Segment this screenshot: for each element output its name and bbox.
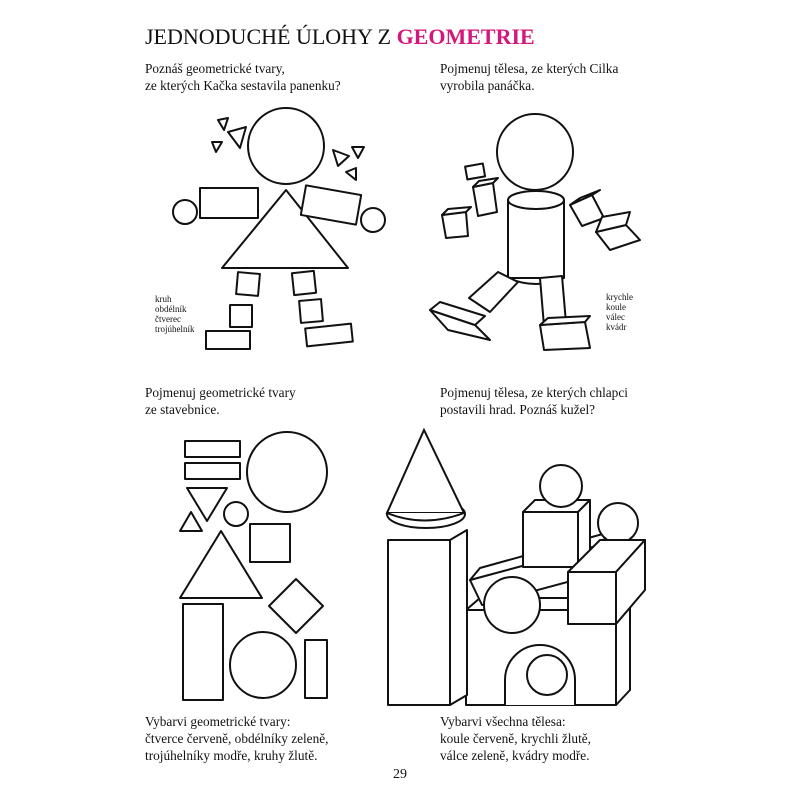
legend-item: trojúhelník	[155, 324, 195, 334]
doll-figure	[172, 107, 386, 350]
text-line: Vybarvi geometrické tvary:	[145, 714, 291, 729]
robot-figure	[429, 113, 641, 351]
sphere	[526, 654, 568, 696]
task-3-instructions: Vybarvi geometrické tvary: čtverce červe…	[145, 713, 328, 764]
shape-face	[472, 177, 499, 188]
circle	[229, 631, 297, 699]
foot-rectangle	[304, 322, 354, 348]
rectangle	[182, 603, 224, 701]
shapes-legend: kruh obdélník čtverec trojúhelník	[155, 294, 195, 334]
text-line: válce zeleně, kvádry modře.	[440, 748, 590, 763]
text-line: Poznáš geometrické tvary,	[145, 61, 285, 76]
cube	[569, 194, 605, 227]
cube	[522, 511, 579, 568]
text-line: čtverce červeně, obdélníky zeleně,	[145, 731, 329, 746]
cuboid	[567, 571, 617, 625]
shape-face	[539, 315, 591, 326]
castle-figure	[385, 427, 646, 706]
cube	[472, 182, 498, 217]
arm-rectangle	[299, 184, 363, 226]
text-line: postavili hrad. Poznáš kužel?	[440, 402, 596, 417]
legend-item: obdélník	[155, 304, 187, 314]
text-line: Pojmenuj geometrické tvary	[145, 385, 296, 400]
task-2-question: Pojmenuj tělesa, ze kterých Cilka vyrobi…	[440, 60, 618, 94]
leg-square	[235, 271, 261, 297]
sphere	[597, 502, 639, 544]
text-line: Vybarvi všechna tělesa:	[440, 714, 566, 729]
head-circle	[247, 107, 325, 185]
arm-rectangle	[199, 187, 259, 219]
cuboid	[468, 271, 519, 313]
leg-square	[290, 269, 318, 297]
tower-cylinder	[387, 539, 451, 706]
text-line: ze stavebnice.	[145, 402, 220, 417]
triangle	[179, 530, 263, 599]
legend-item: válec	[606, 312, 625, 322]
shape-face	[595, 211, 631, 233]
solids-legend: krychle koule válec kvádr	[606, 292, 633, 332]
triangle	[186, 487, 228, 522]
cube	[464, 162, 487, 181]
hand-circle	[360, 207, 386, 233]
page-title: JEDNODUCHÉ ÚLOHY Z GEOMETRIE	[145, 24, 535, 50]
shape-face	[386, 512, 465, 522]
text-line: Pojmenuj tělesa, ze kterých Cilka	[440, 61, 619, 76]
text-line: trojúhelníky modře, kruhy žlutě.	[145, 748, 318, 763]
head-sphere	[496, 113, 574, 191]
legend-item: kruh	[155, 294, 172, 304]
triangle	[227, 126, 247, 149]
circle	[246, 431, 328, 513]
legend-item: koule	[606, 302, 626, 312]
text-line: koule červeně, krychli žlutě,	[440, 731, 591, 746]
shape-face	[441, 206, 472, 216]
building-set-shapes	[179, 431, 328, 701]
body-cylinder	[507, 199, 565, 279]
hand-circle	[172, 199, 198, 225]
triangle	[332, 149, 350, 167]
rectangle	[304, 639, 328, 699]
task-4-instructions: Vybarvi všechna tělesa: koule červeně, k…	[440, 713, 591, 764]
leg-square	[298, 298, 324, 324]
triangle	[179, 511, 203, 532]
cylinder-top	[507, 190, 565, 210]
cone	[385, 427, 466, 514]
legend-item: kvádr	[606, 322, 627, 332]
shape-face	[449, 529, 468, 706]
title-highlight: GEOMETRIE	[396, 24, 535, 49]
text-line: Pojmenuj tělesa, ze kterých chlapci	[440, 385, 628, 400]
triangle	[211, 141, 223, 153]
shape-face	[429, 301, 486, 326]
legend-item: čtverec	[155, 314, 181, 324]
legend-item: krychle	[606, 292, 633, 302]
circle	[223, 501, 249, 527]
triangle	[351, 146, 365, 159]
sphere	[539, 464, 583, 508]
page-number: 29	[393, 767, 407, 782]
task-1-question: Poznáš geometrické tvary, ze kterých Kač…	[145, 60, 341, 94]
text-line: vyrobila panáčka.	[440, 78, 535, 93]
cube	[441, 211, 469, 239]
rectangle	[184, 440, 241, 458]
body-triangle	[221, 189, 349, 269]
foot-rectangle	[205, 330, 251, 350]
task-3-question: Pojmenuj geometrické tvary ze stavebnice…	[145, 384, 296, 418]
triangle	[217, 117, 229, 131]
shape-face	[569, 189, 601, 206]
text-line: ze kterých Kačka sestavila panenku?	[145, 78, 341, 93]
leg-square	[229, 304, 253, 328]
cuboid	[539, 321, 591, 351]
square	[249, 523, 291, 563]
task-4-question: Pojmenuj tělesa, ze kterých chlapci post…	[440, 384, 628, 418]
title-prefix: JEDNODUCHÉ ÚLOHY Z	[145, 24, 397, 49]
square	[268, 578, 324, 634]
triangle	[345, 167, 357, 181]
shape-face	[615, 539, 646, 625]
sphere	[483, 576, 541, 634]
rectangle	[184, 462, 241, 480]
